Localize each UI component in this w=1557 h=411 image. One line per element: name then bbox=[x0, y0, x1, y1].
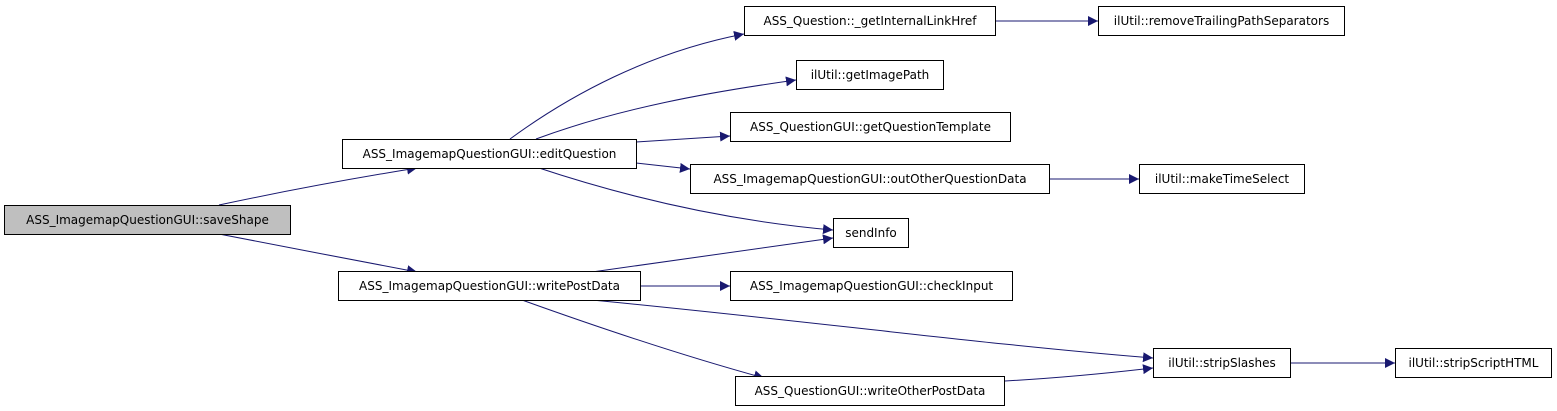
node-saveShape: ASS_ImagemapQuestionGUI::saveShape bbox=[4, 205, 291, 235]
node-getImagePath[interactable]: ilUtil::getImagePath bbox=[796, 60, 944, 90]
node-sendInfo[interactable]: sendInfo bbox=[833, 218, 909, 248]
node-makeTimeSelect[interactable]: ilUtil::makeTimeSelect bbox=[1139, 164, 1305, 194]
edge-writePostData-writeOtherPostData bbox=[521, 299, 765, 381]
edge-writePostData-stripSlashes bbox=[591, 299, 1154, 363]
node-stripSlashes[interactable]: ilUtil::stripSlashes bbox=[1153, 348, 1291, 378]
node-getInternalLinkHref[interactable]: ASS_Question::_getInternalLinkHref bbox=[744, 6, 996, 36]
node-getQuestionTemplate[interactable]: ASS_QuestionGUI::getQuestionTemplate bbox=[730, 112, 1011, 142]
edge-editQuestion-outOtherQuestionData bbox=[635, 162, 691, 173]
edge-editQuestion-getImagePath bbox=[535, 76, 797, 140]
edge-saveShape-editQuestion bbox=[218, 164, 418, 206]
node-stripScriptHTML[interactable]: ilUtil::stripScriptHTML bbox=[1395, 348, 1552, 378]
node-removeTrailingPathSeparators[interactable]: ilUtil::removeTrailingPathSeparators bbox=[1098, 6, 1345, 36]
edge-writePostData-sendInfo bbox=[591, 234, 834, 273]
edge-editQuestion-getQuestionTemplate bbox=[635, 131, 731, 143]
node-outOtherQuestionData[interactable]: ASS_ImagemapQuestionGUI::outOtherQuestio… bbox=[690, 164, 1050, 194]
edge-editQuestion-getInternalLinkHref bbox=[509, 30, 745, 140]
edge-saveShape-writePostData bbox=[218, 233, 418, 276]
edge-editQuestion-sendInfo bbox=[535, 166, 834, 235]
node-writePostData[interactable]: ASS_ImagemapQuestionGUI::writePostData bbox=[338, 271, 641, 301]
node-editQuestion[interactable]: ASS_ImagemapQuestionGUI::editQuestion bbox=[342, 139, 637, 169]
node-checkInput[interactable]: ASS_ImagemapQuestionGUI::checkInput bbox=[730, 271, 1013, 301]
edge-writeOtherPostData-stripSlashes bbox=[1004, 364, 1154, 382]
node-writeOtherPostData[interactable]: ASS_QuestionGUI::writeOtherPostData bbox=[735, 376, 1005, 406]
